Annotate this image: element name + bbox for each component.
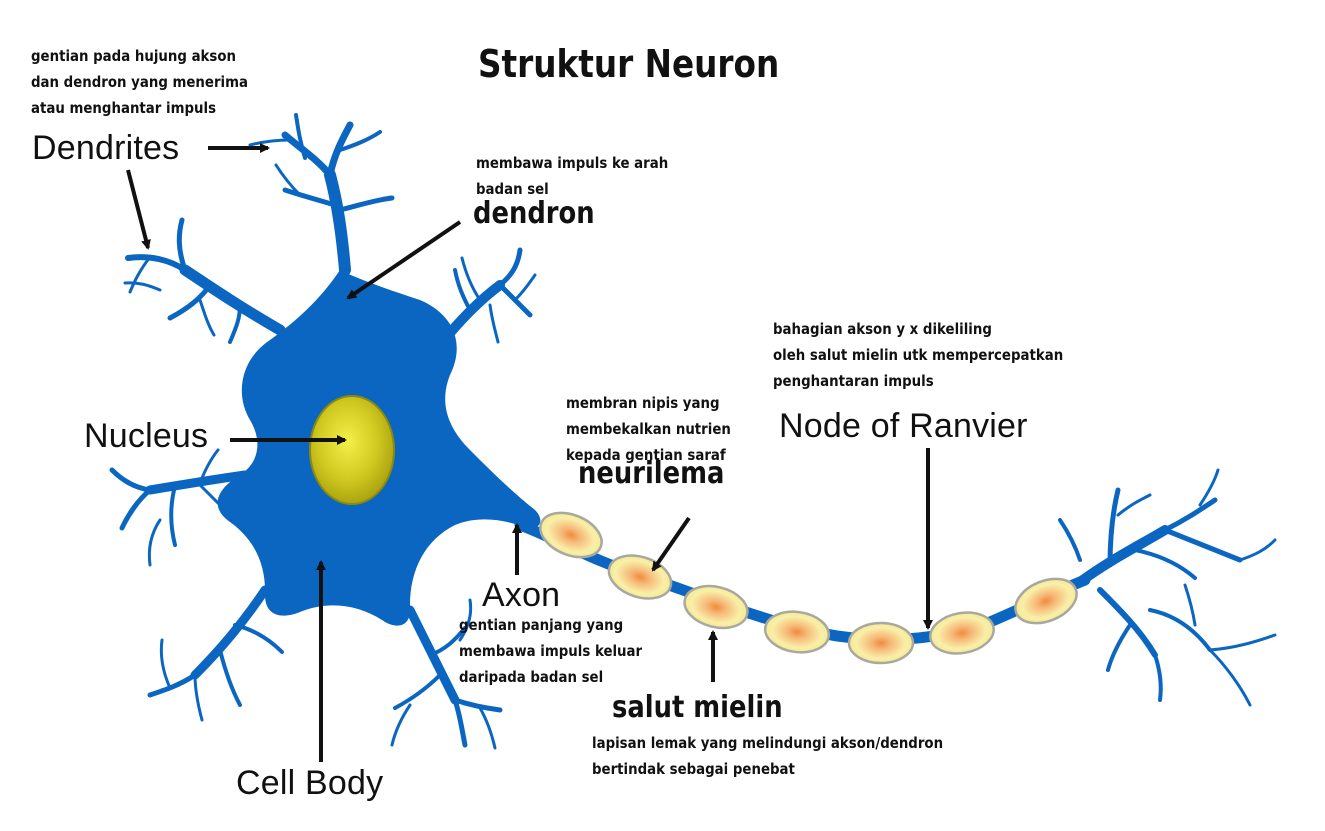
cell-body-label: Cell Body xyxy=(236,764,384,802)
node-of-ranvier-note-line: bahagian akson y x dikeliling xyxy=(773,320,992,338)
axon-note-line: gentian panjang yang xyxy=(459,616,624,634)
salut-mielin-note-line: lapisan lemak yang melindungi akson/dend… xyxy=(592,734,944,752)
axon-note-line: membawa impuls keluar xyxy=(459,642,643,660)
salut-mielin-note-line: bertindak sebagai penebat xyxy=(592,760,795,778)
dendrites xyxy=(109,113,537,750)
dendron-note-line: badan sel xyxy=(476,180,549,198)
myelin-segment xyxy=(763,610,831,654)
dendrites-label: Dendrites xyxy=(32,129,180,167)
myelin-sheath xyxy=(539,511,1078,665)
axon-note-line: daripada badan sel xyxy=(459,668,604,686)
myelin-segment xyxy=(683,584,749,630)
node-of-ranvier-note-line: oleh salut mielin utk mempercepatkan xyxy=(773,346,1064,364)
dendron-note-line: membawa impuls ke arah xyxy=(476,154,669,172)
salut-mielin-note: lapisan lemak yang melindungi akson/dend… xyxy=(592,730,943,782)
dendrites-note-line: gentian pada hujung akson xyxy=(31,47,237,65)
node-of-ranvier-note-line: penghantaran impuls xyxy=(773,372,934,390)
myelin-segment xyxy=(1014,577,1078,625)
nucleus-label: Nucleus xyxy=(84,417,209,455)
neurilema-note-line: kepada gentian saraf xyxy=(566,446,726,464)
neurilema-note: membran nipis yang membekalkan nutrien k… xyxy=(566,390,731,468)
neurilema-note-line: membekalkan nutrien xyxy=(566,420,731,438)
myelin-segment xyxy=(847,621,915,665)
myelin-segment xyxy=(539,511,603,559)
axon-label: Axon xyxy=(482,576,561,614)
axon-terminal xyxy=(1058,468,1277,707)
axon-note: gentian panjang yang membawa impuls kelu… xyxy=(459,612,642,690)
dendrites-note-line: dan dendron yang menerima xyxy=(31,73,249,91)
node-of-ranvier-note: bahagian akson y x dikeliling oleh salut… xyxy=(773,316,1063,394)
dendron-label: dendron xyxy=(473,196,595,231)
page-title: Struktur Neuron xyxy=(478,42,780,86)
dendrites-arrow-down xyxy=(126,169,151,250)
dendron-arrow xyxy=(346,220,462,300)
myelin-segment xyxy=(607,554,673,600)
dendrites-note-line: atau menghantar impuls xyxy=(31,99,217,117)
dendrites-note: gentian pada hujung akson dan dendron ya… xyxy=(31,43,248,121)
nucleus xyxy=(309,395,395,505)
neurilema-label: neurilema xyxy=(578,456,725,491)
pointer-arrows xyxy=(126,143,933,762)
myelin-segment xyxy=(929,611,995,655)
salut-mielin-label: salut mielin xyxy=(612,690,783,725)
node-of-ranvier-label: Node of Ranvier xyxy=(779,407,1028,445)
neurilema-note-line: membran nipis yang xyxy=(566,394,720,412)
neurilema-arrow xyxy=(651,516,691,572)
dendron-note: membawa impuls ke arah badan sel xyxy=(476,150,668,202)
